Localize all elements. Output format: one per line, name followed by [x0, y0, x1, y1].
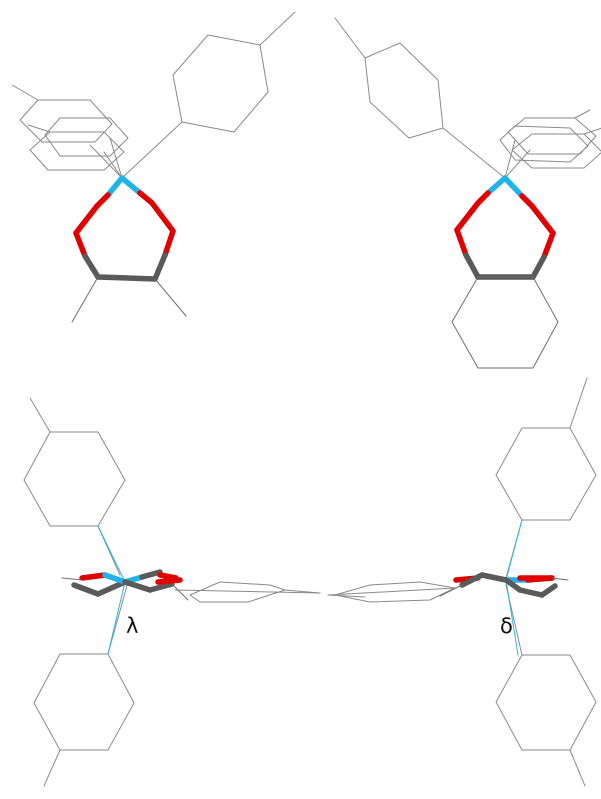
tolyl-ring-lower-bottom-left	[33, 581, 135, 787]
edge-on-tolyl-ring-left	[174, 581, 321, 603]
cyclohexane-ring-fused	[451, 276, 559, 369]
b-c-bond-up-right	[505, 519, 523, 581]
tolyl-ring-upper-bottom-right	[495, 377, 597, 579]
dioxaborolane-ring-edge-left	[61, 569, 189, 601]
dioxaborolane-ring-edge-right	[439, 572, 569, 598]
molecule-top-left	[11, 11, 296, 323]
conformation-label-lambda: λ	[126, 614, 138, 638]
molecule-bottom-left: λ	[23, 397, 321, 787]
tolyl-ring-left-stack	[11, 84, 129, 179]
edge-on-tolyl-ring-right	[327, 581, 456, 603]
molecule-bottom-right: δ	[327, 377, 597, 787]
tolyl-ring-up-left	[334, 17, 506, 179]
molecule-top-right	[334, 17, 601, 369]
tolyl-ring-upper-bottom-left	[23, 397, 126, 576]
b-c-bond-down	[107, 581, 126, 655]
conformation-label-delta: δ	[500, 614, 513, 638]
tolyl-ring-right-stack	[499, 109, 601, 179]
b-c-bond-down-right	[505, 579, 519, 656]
dioxaborolane-ring-top-left	[71, 175, 187, 323]
dioxaborolane-ring-top-right	[454, 175, 556, 280]
tolyl-ring-up-right	[121, 11, 296, 179]
b-c-bond-up	[97, 525, 126, 583]
